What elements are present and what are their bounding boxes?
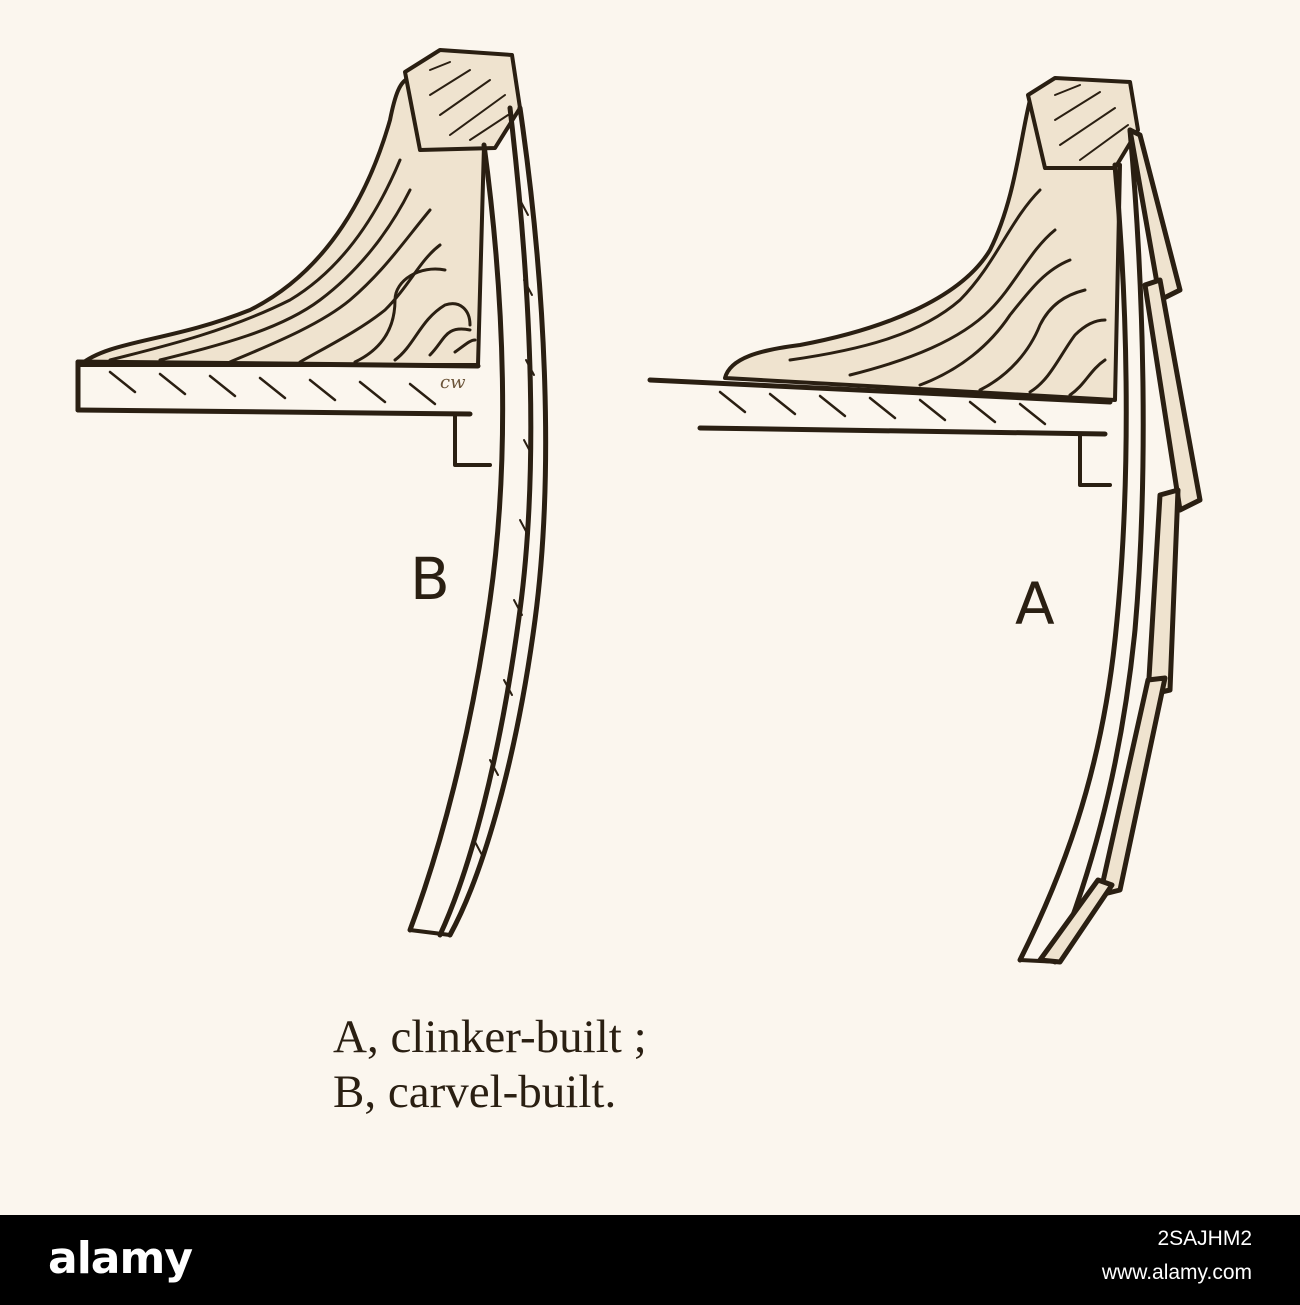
illustration-panel: B A cw A, clinker-built ; B, carvel-buil… [0,0,1300,1215]
caption-line-a: A, clinker-built ; [333,1011,647,1063]
clinker-strakes [1037,127,1203,965]
label-b: B [410,545,450,613]
image-id: 2SAJHM2 [1157,1227,1252,1250]
hull-frame-b [407,142,506,933]
caption-line-b: B, carvel-built. [333,1066,617,1118]
gunwale-block-a [1026,76,1140,170]
deck-plank-a [647,377,1113,405]
label-a: A [1015,570,1055,638]
hull-construction-drawing [75,48,1203,965]
clinker-section-a [647,76,1203,965]
site-url[interactable]: www.alamy.com [1101,1261,1252,1284]
deck-plank-b [75,359,481,369]
artist-initials: cw [440,372,466,393]
knee-b [78,76,486,367]
figure-caption: A, clinker-built ; B, carvel-built. [333,1010,647,1120]
hull-plank-b [447,105,549,938]
stock-footer-bar: alamy 2SAJHM2 www.alamy.com [0,1215,1300,1305]
hull-frame-a [1017,162,1129,963]
stock-logo: alamy [48,1233,193,1284]
knee-a [723,98,1122,402]
carvel-section-b [75,48,549,938]
